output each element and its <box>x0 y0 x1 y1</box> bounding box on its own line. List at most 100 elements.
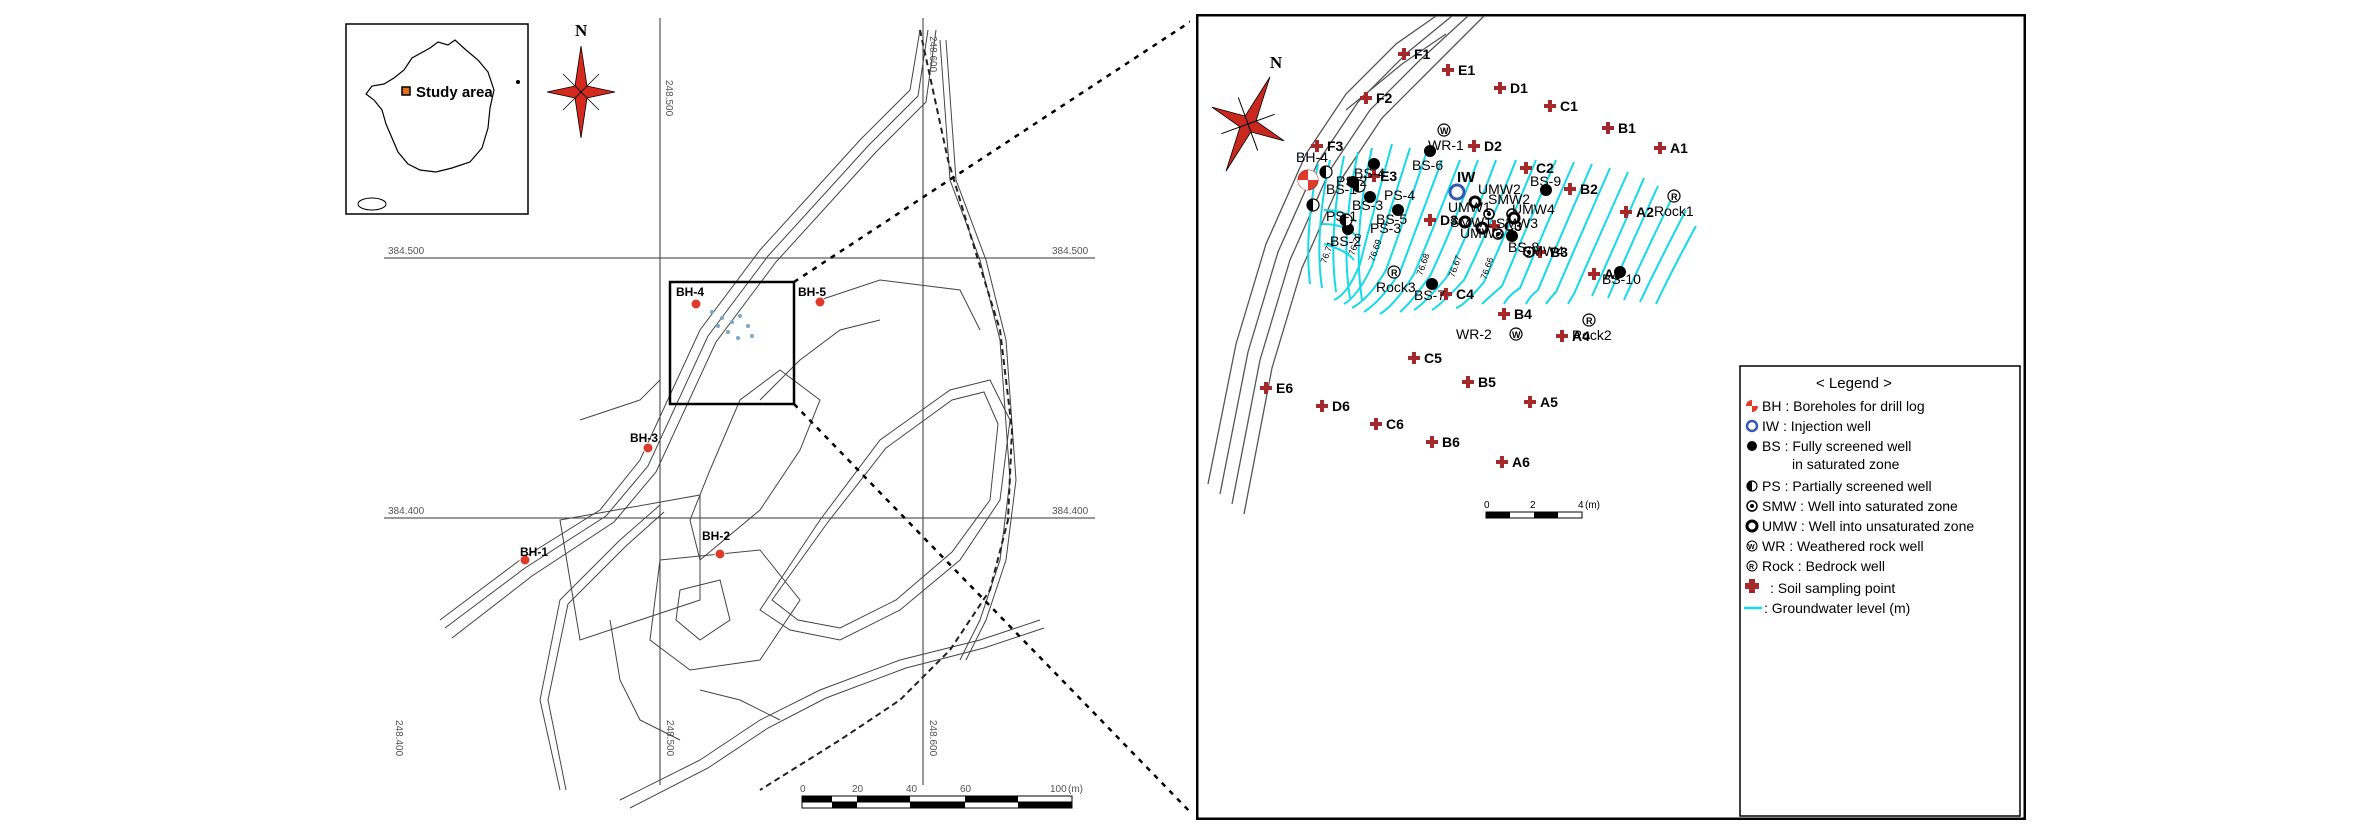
svg-text:UMW1: UMW1 <box>1448 199 1491 215</box>
legend-iw: IW : Injection well <box>1762 418 1871 434</box>
rock3-label: Rock3 <box>1376 279 1416 295</box>
study-area-wells-cluster <box>710 310 754 340</box>
legend-title: < Legend > <box>1816 375 1892 392</box>
legend-wr: WR : Weathered rock well <box>1762 538 1924 554</box>
injection-well-marker: IW <box>1448 169 1476 201</box>
svg-text:PS-3: PS-3 <box>1370 220 1401 236</box>
soil-point-e3: E3 <box>1368 168 1397 184</box>
legend-bs-cont: in saturated zone <box>1792 456 1900 472</box>
connector-line-bottom <box>793 403 1190 814</box>
svg-text:D3: D3 <box>1440 212 1458 228</box>
svg-text:SMW2: SMW2 <box>1488 191 1530 207</box>
soil-point-f3: F3 <box>1311 138 1344 154</box>
svg-text:BS-9: BS-9 <box>1530 173 1561 189</box>
smw-well-dot-4 <box>1527 250 1531 254</box>
soil-point-c2: C2 <box>1520 160 1554 176</box>
svg-text:UMW2: UMW2 <box>1478 181 1521 197</box>
svg-text:100: 100 <box>1050 784 1067 795</box>
soil-point-c6: C6 <box>1370 416 1404 432</box>
partially-screened-wells <box>1306 165 1366 227</box>
svg-text:B3: B3 <box>1550 244 1568 260</box>
soil-point-f2: F2 <box>1360 90 1393 106</box>
groundwater-contours <box>1307 143 1697 315</box>
legend: < Legend > BH : Boreholes for drill log … <box>1739 365 2021 817</box>
soil-point-b6: B6 <box>1426 434 1460 450</box>
wr1-label: WR-1 <box>1428 137 1464 153</box>
svg-text:C5: C5 <box>1424 350 1442 366</box>
bh3-label: BH-3 <box>630 431 658 445</box>
smw-well-dot-2 <box>1487 212 1491 216</box>
scale-bar-right: 0 2 4 (m) <box>1484 500 1600 519</box>
soil-point-d1: D1 <box>1494 80 1528 96</box>
study-area-detail-map: N 76. <box>1196 14 2026 820</box>
svg-text:A6: A6 <box>1512 454 1530 470</box>
ps-labels: PS-1 PS-2 PS-3 PS-4 <box>1326 173 1415 236</box>
svg-text:(m): (m) <box>1585 500 1600 511</box>
soil-point-b4: B4 <box>1498 306 1532 322</box>
borehole-marker-1 <box>519 554 531 566</box>
ps-well-half-2 <box>1320 166 1326 178</box>
svg-text:B4: B4 <box>1514 306 1532 322</box>
svg-text:A1: A1 <box>1670 140 1688 156</box>
svg-text:B5: B5 <box>1478 374 1496 390</box>
svg-text:C2: C2 <box>1536 160 1554 176</box>
bh4-detail-label: BH-4 <box>1296 149 1328 165</box>
smw-well-dot-3 <box>1496 232 1500 236</box>
soil-point-b5: B5 <box>1462 374 1496 390</box>
svg-text:BS-1: BS-1 <box>1326 181 1357 197</box>
svg-text:4: 4 <box>1578 500 1584 511</box>
soil-point-a2: A2 <box>1620 204 1654 220</box>
soil-point-e6: E6 <box>1260 380 1293 396</box>
svg-text:A2: A2 <box>1636 204 1654 220</box>
svg-text:SMW1: SMW1 <box>1450 214 1492 230</box>
north-arrow-left: N <box>546 21 616 139</box>
north-arrow-right: N <box>1211 53 1285 172</box>
legend-umw: UMW : Well into unsaturated zone <box>1762 518 1974 534</box>
site-map: Study area N 248.500 248.600 248.400 248… <box>345 18 1190 814</box>
svg-text:C4: C4 <box>1456 286 1474 302</box>
soil-point-c5: C5 <box>1408 350 1442 366</box>
svg-text:2: 2 <box>1530 500 1536 511</box>
soil-point-a6: A6 <box>1496 454 1530 470</box>
svg-text:E6: E6 <box>1276 380 1293 396</box>
svg-text:W: W <box>1512 330 1521 340</box>
svg-text:SMW3: SMW3 <box>1496 215 1538 231</box>
legend-smw: SMW : Well into saturated zone <box>1762 498 1958 514</box>
svg-text:PS-4: PS-4 <box>1384 187 1415 203</box>
soil-point-c4: C4 <box>1440 286 1474 302</box>
soil-point-d2: D2 <box>1468 138 1502 154</box>
soil-point-f1: F1 <box>1398 46 1431 62</box>
bedrock-wells: R Rock1 R Rock2 R Rock3 <box>1376 189 1694 343</box>
north-label-left: N <box>575 21 588 40</box>
legend-ps: PS : Partially screened well <box>1762 478 1932 494</box>
site-boundary <box>759 29 1014 791</box>
bh5-label: BH-5 <box>798 285 826 299</box>
umw-well-4 <box>1507 211 1521 225</box>
umw-well-1 <box>1458 215 1472 229</box>
bh4-borehole-marker: BH-4 <box>1296 149 1328 191</box>
svg-text:D2: D2 <box>1484 138 1502 154</box>
smw-umw-labels: SMW1 SMW2 SMW3 SMW4 UMW1 UMW2 UMW3 UMW4 <box>1448 181 1564 259</box>
fully-screened-wells <box>1342 145 1626 290</box>
svg-text:B2: B2 <box>1580 181 1598 197</box>
rock2-label: Rock2 <box>1572 327 1612 343</box>
borehole-marker-4 <box>690 298 702 310</box>
soil-point-b2: B2 <box>1564 181 1598 197</box>
legend-bs: BS : Fully screened well <box>1762 438 1911 454</box>
svg-text:BS-5: BS-5 <box>1376 211 1407 227</box>
svg-text:B1: B1 <box>1618 120 1636 136</box>
svg-text:F3: F3 <box>1327 138 1344 154</box>
svg-text:0: 0 <box>1484 500 1490 511</box>
svg-text:PS-1: PS-1 <box>1326 208 1357 224</box>
svg-text:E3: E3 <box>1380 168 1397 184</box>
svg-text:SMW4: SMW4 <box>1522 243 1564 259</box>
north-label-right: N <box>1270 53 1283 72</box>
svg-text:(m): (m) <box>1068 784 1083 795</box>
weathered-rock-wells: W WR-1 W WR-2 <box>1428 123 1523 342</box>
svg-text:A5: A5 <box>1540 394 1558 410</box>
bh1-label: BH-1 <box>520 545 548 559</box>
legend-bh: BH : Boreholes for drill log <box>1762 398 1925 414</box>
svg-text:384.400: 384.400 <box>1052 506 1089 517</box>
bh2-label: BH-2 <box>702 529 730 543</box>
